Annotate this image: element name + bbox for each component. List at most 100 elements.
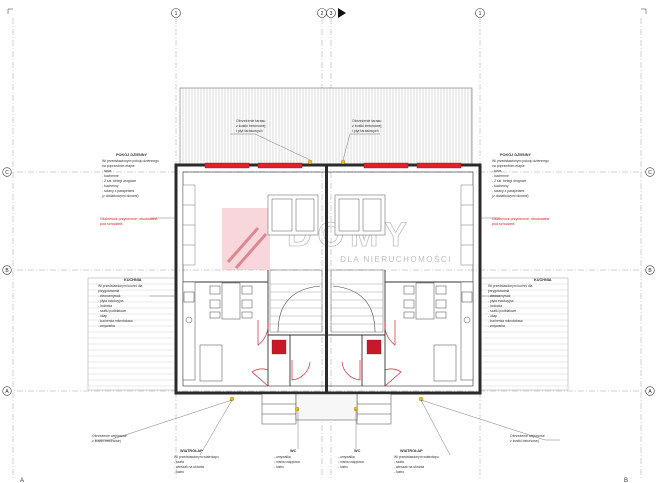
svg-text:- kuchenny: - kuchenny [102, 184, 119, 188]
svg-text:na poprzednim etapie: na poprzednim etapie [492, 164, 525, 168]
svg-text:- szafa: - szafa [394, 460, 404, 464]
svg-text:- miska ustępowa: - miska ustępowa [338, 460, 364, 464]
red-note-left: Ościeżnice przyciemne, obudowane pod sch… [100, 217, 158, 226]
svg-text:- okap: - okap [488, 314, 497, 318]
annotation-entrance-left: Obrzeżenie wejściowe z kostki betonowej [92, 434, 127, 443]
annotation-living-left: POKÓJ DZIENNY Wi przedstawionym pokoju d… [102, 152, 159, 198]
svg-text:Wi przedstawionym wiatrołapu: Wi przedstawionym wiatrołapu [394, 455, 439, 459]
annotation-entrance-right: Obrzeżenie wejściowe z kostki betonowej [510, 434, 545, 443]
svg-text:- 2 szt. belegi drogowe: - 2 szt. belegi drogowe [102, 179, 136, 183]
svg-text:Wi przedstawionym kuchni dla: Wi przedstawionym kuchni dla [488, 284, 533, 288]
svg-text:z kostki betonowej: z kostki betonowej [236, 124, 266, 128]
watermark-subtext: DLA NIERUCHOMOŚCI [340, 255, 452, 264]
corner-tick-icon [7, 8, 13, 14]
svg-text:Ościeżnice przyciemne, obudowa: Ościeżnice przyciemne, obudowane [100, 217, 158, 221]
svg-text:(z dodatkowymi oknami): (z dodatkowymi oknami) [102, 194, 139, 198]
svg-text:na poprzednim etapie: na poprzednim etapie [102, 164, 135, 168]
leader-lines [95, 133, 560, 456]
svg-text:KUCHNIA: KUCHNIA [534, 278, 552, 282]
row-label-b-right: B [648, 268, 652, 274]
side-terrace-right [479, 277, 569, 391]
svg-text:- umywalka: - umywalka [338, 455, 355, 459]
annotation-vestibule-left: WIATROŁAP Wi przedstawionym wiatrołapu -… [174, 449, 219, 474]
annotation-kitchen-right: KUCHNIA Wi przedstawionym kuchni dla prz… [488, 278, 552, 328]
svg-text:WC: WC [290, 449, 297, 453]
svg-text:- okap: - okap [98, 314, 107, 318]
annotation-terrace-right: Obrzeżenie tarasu z kostki betonowej i p… [352, 119, 382, 133]
svg-text:- ściany z parapetami: - ściany z parapetami [102, 189, 134, 193]
svg-text:Obrzeżenie wejściowe: Obrzeżenie wejściowe [510, 434, 545, 438]
row-label-c-right: C [648, 170, 652, 176]
svg-text:- szafki podblatowe: - szafki podblatowe [98, 309, 126, 313]
grid-bubbles-rows [2, 167, 655, 396]
svg-text:- 2 szt. belegi drogowe: - 2 szt. belegi drogowe [492, 179, 526, 183]
red-note-right: Ościeżnice przyciemne, obudowane pod sch… [492, 217, 550, 226]
svg-text:Wi przedstawionym pokoju dzien: Wi przedstawionym pokoju dziennego [492, 159, 549, 163]
wc-fixtures [271, 339, 382, 355]
annotation-kitchen-left: KUCHNIA Wi przedstawionym kuchni dla prz… [98, 278, 143, 328]
svg-text:- taras: - taras [102, 169, 112, 173]
svg-text:- lustro: - lustro [274, 465, 284, 469]
row-label-a-right: A [648, 389, 652, 395]
annotation-wc-left: WC - umywalka - miska ustępowa - lustro [274, 449, 300, 469]
corner-mark-left: A [20, 478, 24, 483]
svg-text:Wi przedstawionym kuchni dla: Wi przedstawionym kuchni dla [98, 284, 143, 288]
watermark-stripe-icon [226, 227, 268, 269]
corner-tick-icon [641, 8, 647, 14]
terrace-hatch-top [179, 87, 473, 165]
grid-label-1: 1 [175, 11, 178, 17]
svg-text:- zmywarka: - zmywarka [98, 324, 115, 328]
svg-text:- kuchenne: - kuchenne [492, 174, 509, 178]
svg-text:- miska ustępowa: - miska ustępowa [274, 460, 300, 464]
svg-text:pod schodami: pod schodami [100, 222, 123, 226]
svg-text:- zmywarka: - zmywarka [488, 324, 505, 328]
building-outline [174, 163, 482, 395]
grid-bubbles-top [171, 8, 485, 18]
storage-left [182, 184, 196, 266]
svg-text:- lodówka: - lodówka [488, 304, 502, 308]
svg-text:KUCHNIA: KUCHNIA [124, 278, 142, 282]
dining-table-right [403, 282, 447, 320]
dining-table-left [209, 282, 253, 320]
staircase-right [330, 269, 384, 333]
svg-text:Obrzeżenie tarasu: Obrzeżenie tarasu [236, 119, 265, 123]
row-label-b-left: B [5, 268, 9, 274]
svg-text:Wi przedstawionym wiatrołapu: Wi przedstawionym wiatrołapu [174, 455, 219, 459]
row-label-c-left: C [5, 170, 9, 176]
svg-text:- umywalka: - umywalka [274, 455, 291, 459]
svg-text:i płyt tarasowych: i płyt tarasowych [352, 129, 379, 133]
svg-text:pod schodami: pod schodami [492, 222, 515, 226]
svg-text:z kostki betonowej: z kostki betonowej [92, 439, 121, 443]
grid-bubble-1 [171, 8, 181, 18]
svg-text:Ościeżnice przyciemne, obudowa: Ościeżnice przyciemne, obudowane [492, 217, 550, 221]
grid-label-3: 3 [330, 11, 333, 17]
svg-text:- lodówka: - lodówka [98, 304, 112, 308]
svg-text:- zlewozmywak: - zlewozmywak [488, 294, 511, 298]
svg-text:Wi przedstawionym pokoju dzien: Wi przedstawionym pokoju dziennego [102, 159, 159, 163]
svg-text:(z dodatkowymi oknami): (z dodatkowymi oknami) [492, 194, 529, 198]
corner-mark-right: B [624, 478, 628, 483]
svg-text:- kuchenny: - kuchenny [492, 184, 509, 188]
furniture-living-right [334, 194, 386, 236]
svg-text:przygotowania: przygotowania [98, 289, 119, 293]
svg-text:- płyta indukcyjna: - płyta indukcyjna [98, 299, 124, 303]
section-arrow-icon [338, 8, 346, 18]
svg-text:z kostki betonowej: z kostki betonowej [510, 439, 539, 443]
svg-text:- lustro: - lustro [174, 470, 184, 474]
grid-label-1b: 1 [479, 11, 482, 17]
door-swings [251, 320, 402, 387]
annotation-living-right: POKÓJ DZIENNY Wi przedstawionym pokoju d… [492, 152, 549, 198]
svg-text:- wieszak na ubrania: - wieszak na ubrania [174, 465, 204, 469]
svg-text:WC: WC [354, 449, 361, 453]
row-label-a-left: A [5, 389, 9, 395]
svg-text:- taras: - taras [492, 169, 502, 173]
svg-text:- kuchenne: - kuchenne [102, 174, 119, 178]
svg-text:POKÓJ DZIENNY: POKÓJ DZIENNY [116, 152, 147, 157]
svg-text:- zlewozmywak: - zlewozmywak [98, 294, 121, 298]
windows-top [204, 162, 462, 169]
svg-text:POKÓJ DZIENNY: POKÓJ DZIENNY [500, 152, 531, 157]
svg-text:- ściany z parapetami: - ściany z parapetami [492, 189, 524, 193]
annotation-terrace-left: Obrzeżenie tarasu z kostki betonowej i p… [236, 119, 266, 133]
svg-text:- lustro: - lustro [394, 470, 404, 474]
